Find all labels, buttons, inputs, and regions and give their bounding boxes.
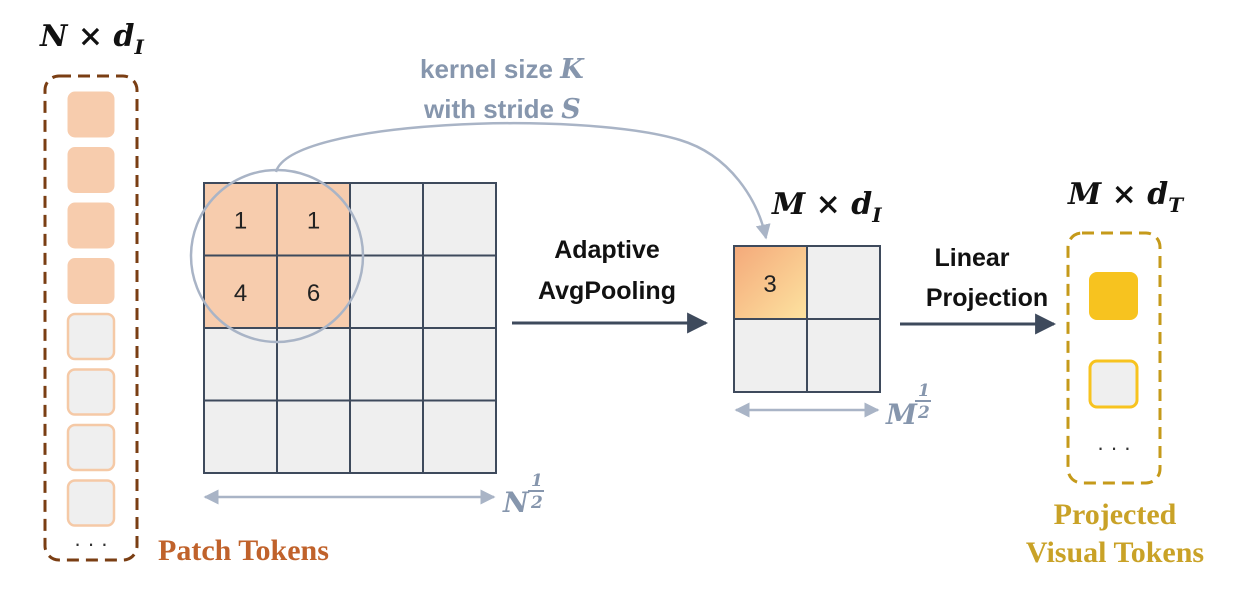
svg-text:2: 2 [530,493,543,513]
patch-tokens-container [43,74,139,562]
visual-ellipsis: · · · [1097,435,1131,460]
grid-cell [349,327,424,402]
svg-text:2: 2 [917,403,930,423]
patch-token-empty [66,312,116,361]
grid-cell [422,327,497,402]
visual-token-filled [1089,272,1138,320]
patch-ellipsis: · · · [74,531,108,556]
patch-token-filled [67,202,115,249]
grid-cell-value: 6 [307,280,320,307]
grid-cell [422,254,497,329]
svg-text:M: M [885,398,918,431]
kernel-circle [189,168,365,344]
patch-token-filled [67,147,115,193]
patch-tokens-caption: Patch Tokens [158,534,329,567]
patch-token-filled [67,258,115,304]
patch-dim-label: N × dI [39,19,144,59]
patch-token-empty [66,368,116,416]
patch-token-stack [66,91,116,527]
grid-cell [203,327,278,402]
visual-caption-line2: Visual Tokens [1026,536,1204,569]
projection-label-line2: Projection [926,284,1048,312]
projection-label-line1: Linear [934,244,1009,272]
patch-grid: 1 1 4 6 [203,182,497,474]
svg-text:1: 1 [918,381,930,401]
visual-caption-line1: Projected [1054,498,1177,531]
grid-cell [422,182,497,257]
kernel-curved-arrow [274,121,771,240]
grid-cell [349,254,424,329]
grid-cell [349,399,424,474]
pooled-cell-value: 3 [763,271,776,298]
pooled-cell-highlight [733,245,808,320]
grid-cell [349,182,424,257]
pooled-axis-label: M 1 2 [885,381,931,431]
pooled-cell [806,245,881,320]
patch-token-empty [66,423,116,472]
grid-cell [422,399,497,474]
grid-cell-value: 1 [234,207,247,234]
patch-token-empty [66,479,116,527]
visual-dim-label: M × dT [1067,177,1185,217]
svg-text:N: N [502,486,530,519]
pooled-grid: 3 [733,245,881,393]
grid-cell-value: 1 [307,207,320,234]
pooling-label-line1: Adaptive [554,236,660,264]
pooled-dim-label: M × dI [771,187,882,227]
grid-cell [276,327,351,402]
pooling-label-line2: AvgPooling [538,277,676,305]
grid-cell [203,399,278,474]
patch-token-filled [67,91,115,138]
stride-note: with stride S [423,94,581,125]
grid-axis-label: N 1 2 [502,471,544,519]
kernel-size-note: kernel size K [420,54,585,85]
grid-cell [276,399,351,474]
pooled-cell [806,318,881,393]
svg-text:1: 1 [531,471,543,491]
grid-cell-value: 4 [234,280,247,307]
visual-tokens-container [1066,231,1162,485]
pooled-cell [733,318,808,393]
visual-token-empty [1088,359,1139,409]
